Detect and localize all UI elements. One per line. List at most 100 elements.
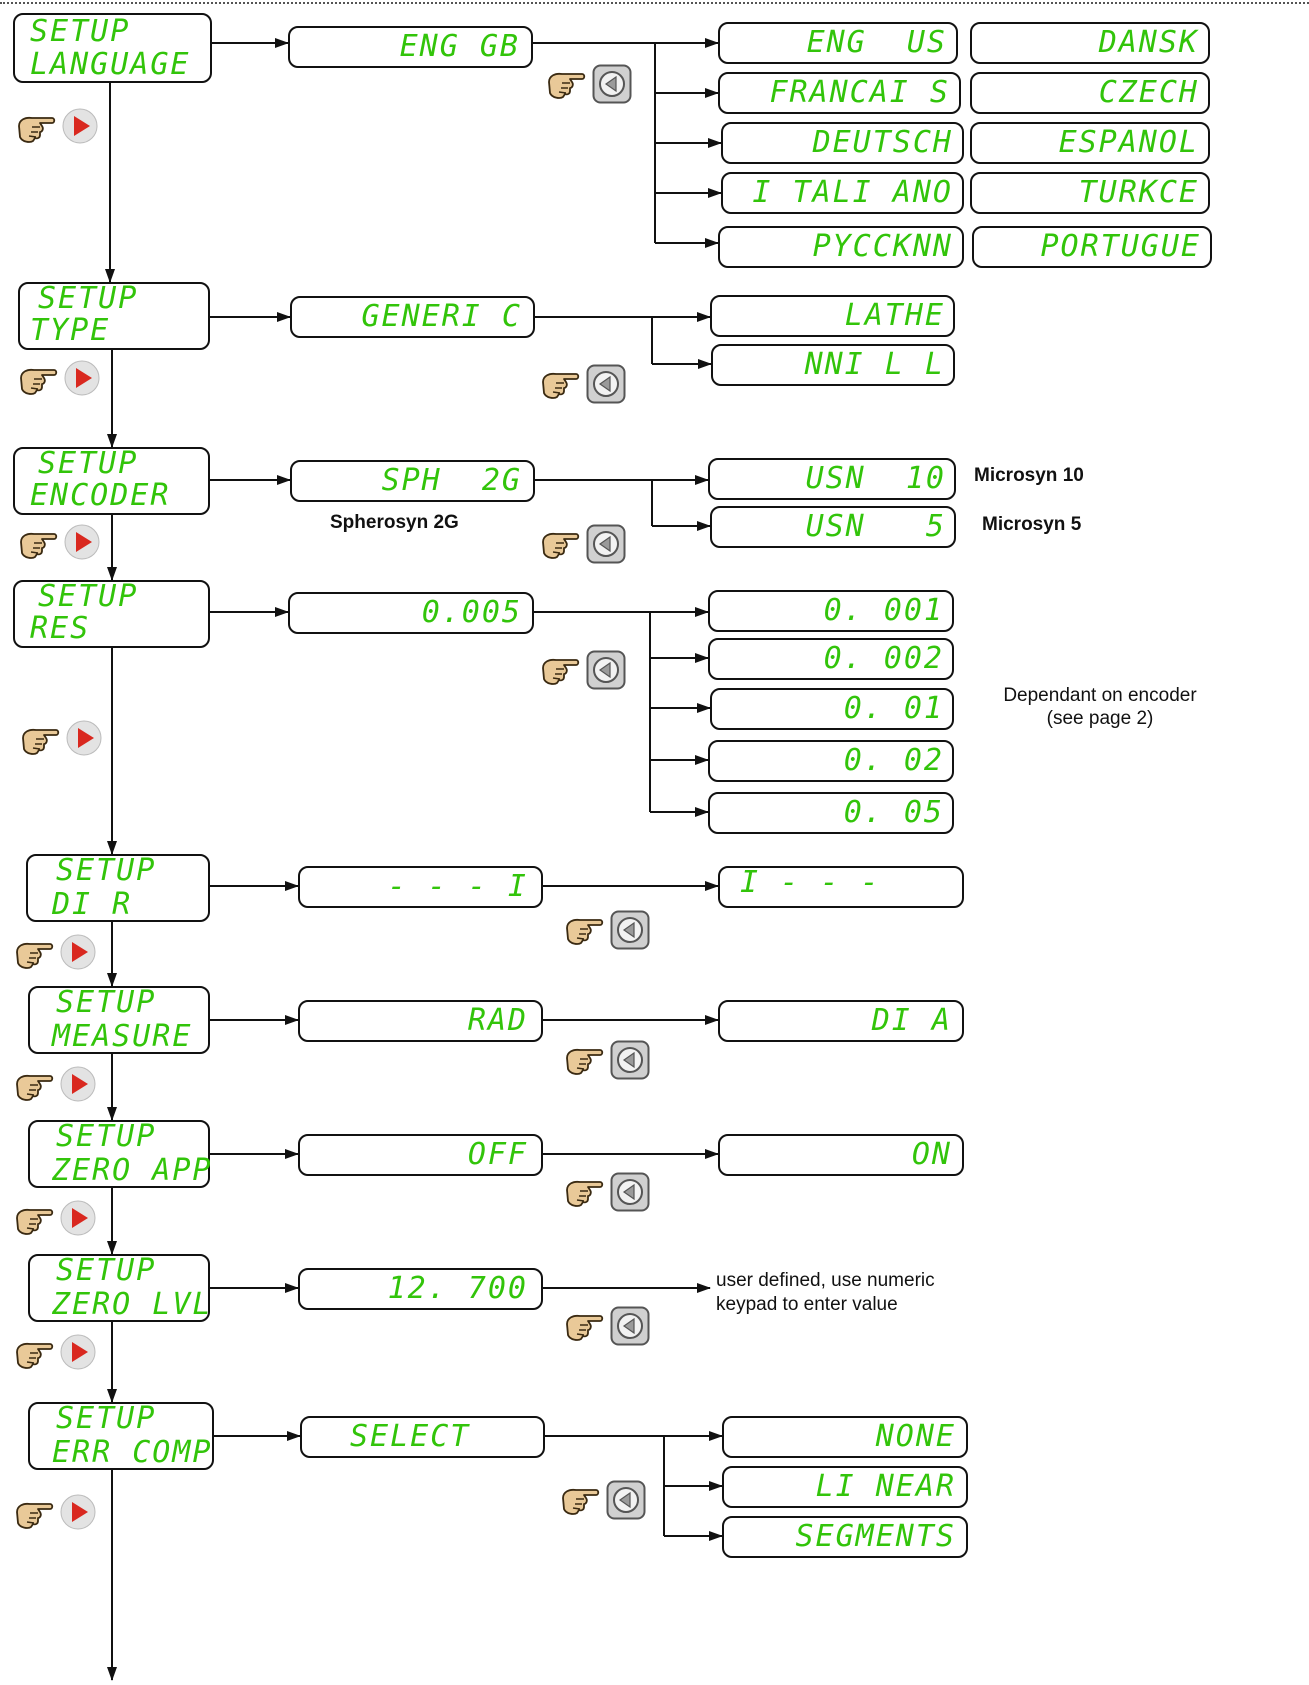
hand-pointing-icon xyxy=(14,938,54,975)
hand-pointing-icon xyxy=(18,528,58,565)
res-option-002: 0. 02 xyxy=(843,743,944,778)
res-option-001: 0. 01 xyxy=(843,691,944,726)
setup-dir-box xyxy=(26,854,210,922)
language-option-dansk: DANSK xyxy=(1098,25,1199,60)
res-current-value: 0.005 xyxy=(421,595,522,630)
dir-option-box xyxy=(718,866,964,908)
right-arrow-key-icon xyxy=(60,1494,96,1535)
language-option-espanol: ESPANOL xyxy=(1058,125,1199,160)
setup-dir-line1: SETUP xyxy=(56,853,157,888)
language-option-czech-box xyxy=(970,72,1210,114)
setup-type-line1: SETUP xyxy=(38,281,139,316)
hand-pointing-icon xyxy=(18,364,58,401)
type-option-lathe: LATHE xyxy=(844,298,945,333)
type-current-box xyxy=(290,296,535,338)
hand-pointing-icon xyxy=(564,1176,604,1213)
language-option-deutsch-box xyxy=(721,122,964,164)
setup-encoder-line2: ENCODER xyxy=(30,478,171,513)
language-option-italiano: I TALI ANO xyxy=(752,175,953,210)
language-option-czech: CZECH xyxy=(1098,75,1199,110)
res-option-0002: 0. 002 xyxy=(823,641,944,676)
hand-pointing-icon xyxy=(20,724,60,761)
setup-language-box xyxy=(13,13,212,83)
hand-pointing-icon xyxy=(14,1498,54,1535)
language-option-dansk-box xyxy=(970,22,1210,64)
setup-encoder-box xyxy=(13,447,210,515)
left-arrow-key-icon xyxy=(606,1480,646,1525)
language-option-deutsch: DEUTSCH xyxy=(812,125,953,160)
hand-pointing-icon xyxy=(14,1070,54,1107)
hand-pointing-icon xyxy=(564,1310,604,1347)
hand-pointing-icon xyxy=(560,1484,600,1521)
res-option-005-box xyxy=(708,792,954,834)
language-option-russian: PYCCKNN xyxy=(812,229,953,264)
setup-type-box xyxy=(18,282,210,350)
zero-app-current-value: OFF xyxy=(467,1137,528,1172)
right-arrow-key-icon xyxy=(60,1200,96,1241)
setup-encoder-line1: SETUP xyxy=(38,446,139,481)
left-arrow-key-icon xyxy=(592,64,632,109)
zero-app-option-value: ON xyxy=(911,1137,952,1172)
err-comp-option-segments-box xyxy=(722,1516,968,1558)
encoder-option-usn5: USN 5 xyxy=(805,509,946,544)
left-arrow-key-icon xyxy=(610,1040,650,1085)
right-arrow-key-icon xyxy=(62,108,98,149)
right-arrow-key-icon xyxy=(60,934,96,975)
hand-pointing-icon xyxy=(546,68,586,105)
setup-measure-line2: MEASURE xyxy=(52,1019,193,1054)
setup-res-box xyxy=(13,580,210,648)
dir-option-value: I - - - xyxy=(740,865,881,900)
language-option-italiano-box xyxy=(721,172,964,214)
encoder-option-usn10-box xyxy=(708,458,956,500)
setup-res-line2: RES xyxy=(30,611,91,646)
setup-zero-app-line2: ZERO APP xyxy=(52,1153,213,1188)
err-comp-option-none-box xyxy=(722,1416,968,1458)
err-comp-option-linear: LI NEAR xyxy=(815,1469,956,1504)
res-options-note-line1: Dependant on encoder xyxy=(1003,685,1197,706)
language-current-box xyxy=(288,26,533,68)
setup-language-line2: LANGUAGE xyxy=(30,47,191,82)
language-current-value: ENG GB xyxy=(399,29,520,64)
hand-pointing-icon xyxy=(564,1044,604,1081)
dir-current-value: - - - I xyxy=(387,869,528,904)
hand-pointing-icon xyxy=(14,1338,54,1375)
err-comp-current-box xyxy=(300,1416,545,1458)
setup-zero-app-box xyxy=(28,1120,210,1188)
res-option-001-box xyxy=(710,688,954,730)
left-arrow-key-icon xyxy=(586,524,626,569)
zero-app-option-box xyxy=(718,1134,964,1176)
left-arrow-key-icon xyxy=(610,1306,650,1351)
setup-dir-line2: DI R xyxy=(52,887,133,922)
right-arrow-key-icon xyxy=(66,720,102,761)
encoder-current-value: SPH 2G xyxy=(381,463,522,498)
setup-zero-lvl-line1: SETUP xyxy=(56,1253,157,1288)
left-arrow-key-icon xyxy=(610,1172,650,1217)
setup-err-comp-box xyxy=(28,1402,214,1470)
right-arrow-key-icon xyxy=(64,360,100,401)
right-arrow-key-icon xyxy=(60,1066,96,1107)
top-dotted-border xyxy=(0,2,1309,4)
setup-err-comp-line2: ERR COMP xyxy=(52,1435,213,1470)
language-option-russian-box xyxy=(718,226,964,268)
setup-zero-app-line1: SETUP xyxy=(56,1119,157,1154)
encoder-option-usn10: USN 10 xyxy=(805,461,946,496)
err-comp-option-segments: SEGMENTS xyxy=(795,1519,956,1554)
type-current-value: GENERI C xyxy=(361,299,522,334)
res-option-002-box xyxy=(708,740,954,782)
language-option-turkce-box xyxy=(970,172,1210,214)
res-option-005: 0. 05 xyxy=(843,795,944,830)
res-option-0002-box xyxy=(708,638,954,680)
hand-pointing-icon xyxy=(540,528,580,565)
encoder-option-usn5-note: Microsyn 5 xyxy=(982,514,1082,535)
language-option-eng-us-box xyxy=(718,22,958,64)
setup-zero-lvl-box xyxy=(28,1254,210,1322)
setup-language-line1: SETUP xyxy=(30,14,131,49)
type-option-mill-box xyxy=(711,344,955,386)
language-option-espanol-box xyxy=(970,122,1210,164)
language-option-eng-us: ENG US xyxy=(806,25,947,60)
res-option-0001-box xyxy=(708,590,954,632)
zero-lvl-note-line2: keypad to enter value xyxy=(716,1294,898,1315)
setup-res-line1: SETUP xyxy=(38,579,139,614)
right-arrow-key-icon xyxy=(60,1334,96,1375)
